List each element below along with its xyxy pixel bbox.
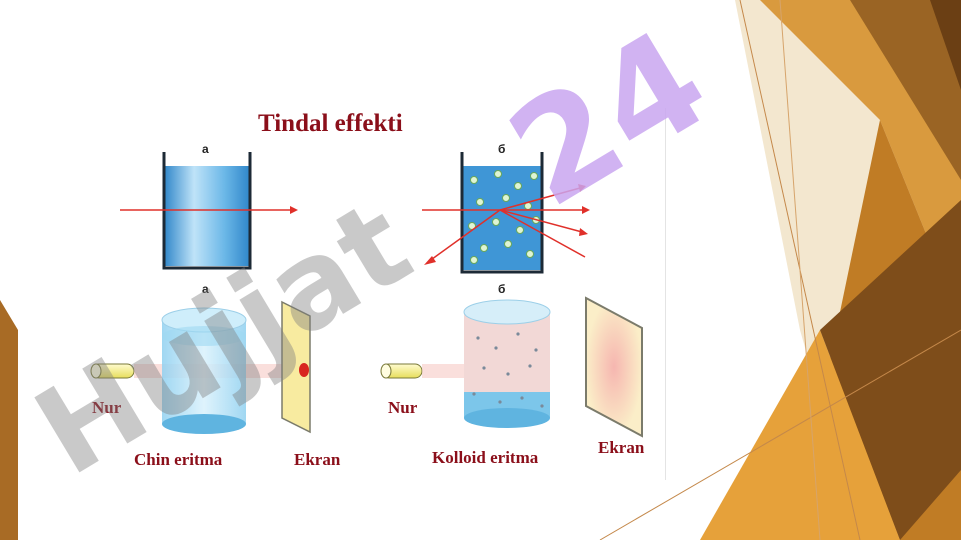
deco-brown-facet <box>820 200 961 540</box>
left-screen-label: Ekran <box>294 450 341 469</box>
deco-corner-facet <box>930 0 961 90</box>
deco-dark-facet <box>850 0 961 180</box>
left-light-label: Nur <box>92 398 122 417</box>
colloid-beaker <box>422 152 590 274</box>
true-solution-setup <box>90 300 311 434</box>
bottom-right-tag: б <box>498 282 506 296</box>
colloid-setup <box>380 296 643 438</box>
tyndall-effect-figure: Tindal effekti а б а б Nur Nur Chin erit… <box>60 102 666 480</box>
top-right-tag: б <box>498 142 506 156</box>
deco-left-strip <box>0 300 18 540</box>
right-solution-label: Kolloid eritma <box>432 448 539 467</box>
left-solution-label: Chin eritma <box>134 450 223 469</box>
right-screen-label: Ekran <box>598 438 645 457</box>
top-left-tag: а <box>202 142 209 156</box>
deco-line <box>599 329 961 540</box>
tyndall-diagram-art <box>90 108 666 480</box>
deco-bright-facet <box>700 330 900 540</box>
bottom-left-tag: а <box>202 282 209 296</box>
right-light-label: Nur <box>388 398 418 417</box>
true-solution-beaker <box>120 152 298 270</box>
deco-line <box>779 0 821 540</box>
figure-title: Tindal effekti <box>258 110 403 137</box>
